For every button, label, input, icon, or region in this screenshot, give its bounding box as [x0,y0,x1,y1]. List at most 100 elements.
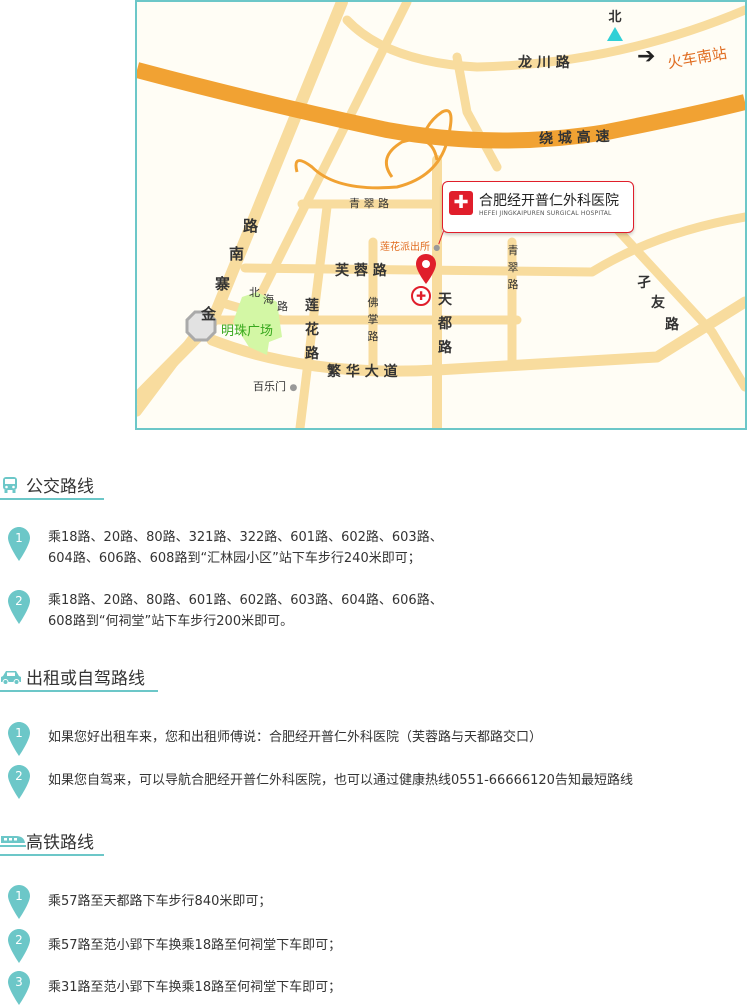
station-direction: ➔ 火车南站 [637,44,728,72]
route-line: 如果您好出租车来，您和出租师傅说：合肥经开普仁外科医院（芙蓉路与天都路交口） [48,730,543,745]
hospital-name-en: HEFEI JINGKAIPUREN SURGICAL HOSPITAL [479,210,612,217]
north-label: 北 [608,10,622,25]
number-pin-icon: 2 [8,929,30,963]
route-line: 乘57路至天都路下车步行840米即可； [48,894,272,909]
section-rail-title: 高铁路线 [26,833,94,853]
section-bus-title: 公交路线 [26,477,94,497]
section-taxi-title: 出租或自驾路线 [26,669,145,689]
road-char: 金 [201,305,217,323]
road-label-longchuan: 龙 川 路 [518,55,570,71]
section-underline [0,690,158,692]
road-char: 路 [665,317,679,333]
route-text: 乘18路、20路、80路、601路、602路、603路、604路、606路、 6… [48,590,443,632]
route-line: 608路到“何祠堂”站下车步行200米即可。 [48,614,294,629]
road-char: 掌 [367,313,379,326]
poi-dot-icon: ● [289,383,298,393]
list-item: 2 乘57路至范小郢下车换乘18路至何祠堂下车即可； [0,929,747,963]
road-char: 青 [507,244,519,257]
plaza-area [233,292,282,355]
hospital-logo-icon: ✚ [449,191,473,215]
pin-number: 1 [15,531,23,545]
road-char: 南 [229,245,245,263]
pin-number: 1 [15,726,23,740]
number-pin-icon: 2 [8,590,30,624]
road-char: 路 [507,278,519,291]
north-indicator: 北 [605,6,625,41]
ring-highway [137,62,745,149]
plaza-label: 明珠广场 [221,324,274,339]
list-item: 1 乘57路至天都路下车步行840米即可； [0,885,747,919]
hospital-callout[interactable]: ✚ 合肥经开普仁外科医院 HEFEI JINGKAIPUREN SURGICAL… [442,181,634,233]
baile-poi: 百乐门 ● [253,378,297,394]
list-item: 1 如果您好出租车来，您和出租师傅说：合肥经开普仁外科医院（芙蓉路与天都路交口） [0,722,747,756]
north-arrow-icon [607,27,623,41]
route-text: 乘57路至天都路下车步行840米即可； [48,891,271,912]
road-label-beihai: 北 海 路 [249,284,299,324]
number-pin-icon: 2 [8,765,30,799]
route-text: 如果您自驾来，可以导航合肥经开普仁外科医院，也可以通过健康热线0551-6666… [48,770,633,791]
car-icon [1,671,21,685]
road-label-ziyou: 孑 友 路 [637,272,697,342]
road-char: 莲 [305,298,319,314]
list-item: 2 如果您自驾来，可以导航合肥经开普仁外科医院，也可以通过健康热线0551-66… [0,765,747,799]
number-pin-icon: 3 [8,971,30,1005]
arrow-right-icon: ➔ [637,44,656,69]
number-pin-icon: 1 [8,527,30,561]
road-char: 都 [438,316,452,332]
road-label-qingcui-v: 青 翠 路 [506,242,520,293]
location-map: 北 ➔ 火车南站 龙 川 路 绕 城 高 速 青 翠 路 芙 蓉 路 繁 华 大… [135,0,747,430]
list-item: 2 乘18路、20路、80路、601路、602路、603路、604路、606路、… [0,590,747,636]
interchange-ramps [294,109,453,190]
road-char: 翠 [507,261,519,274]
road-label-raocheng: 绕 城 高 速 [538,128,610,148]
road-char: 北 [249,286,260,299]
section-rail: 高铁路线 [0,826,104,856]
road-char: 天 [438,292,452,308]
road-char: 路 [277,300,288,313]
road-label-fanhua: 繁 华 大 道 [327,364,398,380]
road-char: 路 [438,340,452,356]
road-char: 路 [243,217,259,235]
road-label-qingcui-h: 青 翠 路 [349,197,389,210]
location-pin-icon[interactable] [416,254,436,284]
route-line: 604路、606路、608路到“汇林园小区”站下车步行240米即可； [48,551,421,566]
route-line: 乘31路至范小郢下车换乘18路至何祠堂下车即可； [48,980,342,995]
road-label-fozhang: 佛 掌 路 [366,294,380,345]
road-char: 路 [305,346,319,362]
route-line: 如果您自驾来，可以导航合肥经开普仁外科医院，也可以通过健康热线0551-6666… [48,773,633,788]
number-pin-icon: 1 [8,885,30,919]
section-underline [0,498,104,500]
section-taxi: 出租或自驾路线 [0,662,158,692]
road-char: 孑 [637,275,651,291]
route-text: 乘57路至范小郢下车换乘18路至何祠堂下车即可； [48,935,341,956]
bus-icon [3,477,17,493]
section-bus: 公交路线 [0,470,104,500]
road-label-tiandu: 天 都 路 [436,288,454,360]
map-canvas [137,2,745,428]
train-icon [0,836,26,847]
road-char: 佛 [367,296,379,309]
road-char: 海 [263,293,274,306]
road-label-furong: 芙 蓉 路 [335,263,387,279]
list-item: 3 乘31路至范小郢下车换乘18路至何祠堂下车即可； [0,971,747,1005]
pin-number: 3 [15,975,23,989]
hospital-cross-icon: ✚ [411,286,431,306]
hospital-name: 合肥经开普仁外科医院 [479,193,619,209]
baile-label: 百乐门 [253,380,286,393]
pin-number: 1 [15,889,23,903]
poi-dot-icon: ● [433,243,441,252]
list-item: 1 乘18路、20路、80路、321路、322路、601路、602路、603路、… [0,527,747,573]
road-label-lianhua: 莲 花 路 [303,294,321,366]
police-poi: 莲花派出所 ● [380,238,440,253]
route-line: 乘18路、20路、80路、321路、322路、601路、602路、603路、 [48,530,443,545]
roundabout [185,310,217,342]
pin-number: 2 [15,594,23,608]
route-text: 乘18路、20路、80路、321路、322路、601路、602路、603路、 6… [48,527,443,569]
route-line: 乘18路、20路、80路、601路、602路、603路、604路、606路、 [48,593,443,608]
pin-number: 2 [15,933,23,947]
road-char: 路 [367,330,379,343]
route-text: 如果您好出租车来，您和出租师傅说：合肥经开普仁外科医院（芙蓉路与天都路交口） [48,727,542,748]
road-char: 花 [305,322,319,338]
pin-number: 2 [15,769,23,783]
police-label: 莲花派出所 [380,242,430,253]
